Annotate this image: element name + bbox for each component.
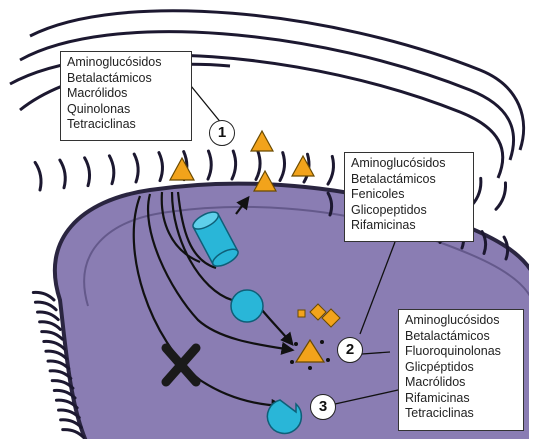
pilus xyxy=(85,158,90,186)
antibiotic-class: Quinolonas xyxy=(67,102,185,118)
antibiotic-class: Macrólidos xyxy=(405,375,517,391)
mechanism-marker-1: 1 xyxy=(209,120,235,146)
antibiotic-class: Macrólidos xyxy=(67,86,185,102)
pilus xyxy=(232,151,236,179)
pilus xyxy=(328,156,333,184)
antibiotic-class: Betalactámicos xyxy=(351,172,467,188)
pilus xyxy=(159,153,163,181)
pilus xyxy=(60,160,65,188)
antibiotics-list-3: Aminoglucósidos Betalactámicos Fluoroqui… xyxy=(398,309,524,431)
pilus xyxy=(208,151,211,179)
pilus xyxy=(35,302,56,310)
pilus xyxy=(109,156,113,184)
antibiotics-list-1: Aminoglucósidos Betalactámicos Macrólido… xyxy=(60,51,192,141)
antibiotic-class: Aminoglucósidos xyxy=(405,313,517,329)
antibiotic-class: Tetraciclinas xyxy=(405,406,517,422)
antibiotic-triangle xyxy=(170,158,194,180)
pilus xyxy=(33,292,54,300)
antibiotic-class: Rifamicinas xyxy=(405,391,517,407)
antibiotic-class: Rifamicinas xyxy=(351,218,467,234)
inactivating-enzyme xyxy=(231,290,263,322)
pilus xyxy=(496,183,506,209)
pilus xyxy=(35,162,41,190)
pilus xyxy=(134,154,138,182)
pilus xyxy=(280,153,285,181)
antibiotic-class: Aminoglucósidos xyxy=(351,156,467,172)
pilus xyxy=(44,341,65,349)
antibiotic-class: Glicpéptidos xyxy=(405,360,517,376)
antibiotic-class: Tetraciclinas xyxy=(67,117,185,133)
antibiotic-triangle xyxy=(292,156,314,176)
antibiotic-class: Fenicoles xyxy=(351,187,467,203)
pilus xyxy=(42,332,63,340)
pilus xyxy=(256,152,260,180)
mechanism-marker-3: 3 xyxy=(310,394,336,420)
antibiotic-class: Fluoroquinolonas xyxy=(405,344,517,360)
antibiotic-class: Aminoglucósidos xyxy=(67,55,185,71)
pilus xyxy=(40,322,61,330)
pilus xyxy=(38,312,59,320)
pilus xyxy=(46,351,67,359)
antibiotics-list-2: Aminoglucósidos Betalactámicos Fenicoles… xyxy=(344,152,474,242)
antibiotic-class: Glicopeptidos xyxy=(351,203,467,219)
altered-target xyxy=(267,400,301,433)
antibiotic-class: Betalactámicos xyxy=(405,329,517,345)
mechanism-marker-2: 2 xyxy=(337,337,363,363)
antibiotic-triangle xyxy=(251,131,273,151)
antibiotic-class: Betalactámicos xyxy=(67,71,185,87)
